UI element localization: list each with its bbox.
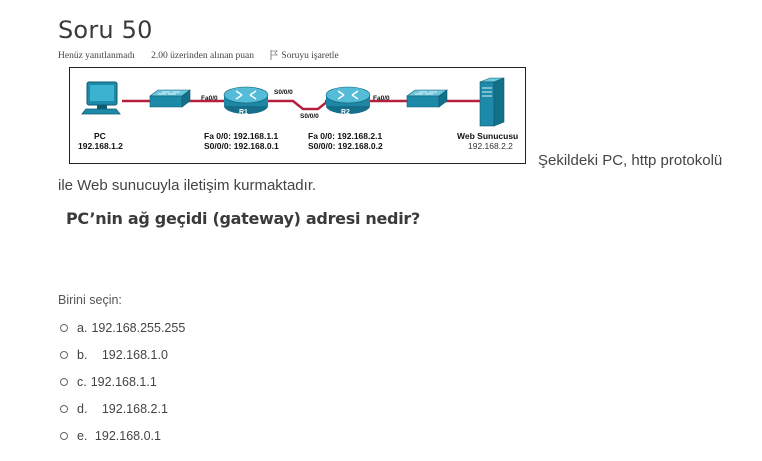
pc-ip-label: 192.168.1.2 bbox=[78, 141, 123, 151]
r1-name-label: R1 bbox=[239, 109, 248, 116]
router-r1-icon bbox=[223, 86, 269, 114]
answer-text: 192.168.1.1 bbox=[90, 374, 157, 389]
r2-fa-port-label: Fa0/0 bbox=[373, 95, 390, 102]
answer-option-e[interactable]: e. 192.168.0.1 bbox=[60, 423, 185, 450]
answer-text: 192.168.1.0 bbox=[91, 347, 168, 362]
answer-letter: c. bbox=[77, 374, 87, 389]
radio-button[interactable] bbox=[60, 405, 68, 414]
answer-prompt: Birini seçin: bbox=[58, 293, 122, 307]
flag-question-link[interactable]: Soruyu işaretle bbox=[270, 50, 352, 61]
flag-icon bbox=[270, 50, 279, 60]
radio-button[interactable] bbox=[60, 323, 68, 332]
question-points: 2.00 üzerinden alınan puan bbox=[151, 51, 255, 61]
server-icon bbox=[479, 77, 505, 127]
answer-list: a. 192.168.255.255 b. 192.168.1.0 c. 192… bbox=[60, 314, 185, 450]
answer-letter: e. bbox=[77, 429, 88, 444]
switch-1-icon bbox=[149, 89, 191, 108]
question-text-part2: ile Web sunucuyla iletişim kurmaktadır. bbox=[58, 177, 317, 194]
server-ip-label: 192.168.2.2 bbox=[468, 141, 513, 151]
question-status: Henüz yanıtlanmadı bbox=[58, 51, 135, 61]
question-title: Soru 50 bbox=[58, 16, 153, 44]
switch-2-icon bbox=[406, 89, 448, 108]
radio-button[interactable] bbox=[60, 377, 68, 386]
r1-s0-port-label: S0/0/0 bbox=[274, 89, 293, 96]
question-meta: Henüz yanıtlanmadı 2.00 üzerinden alınan… bbox=[58, 50, 367, 61]
link-serial bbox=[266, 99, 332, 111]
r2-s0-port-label: S0/0/0 bbox=[300, 113, 319, 120]
answer-text: 192.168.255.255 bbox=[91, 320, 186, 335]
r2-name-label: R2 bbox=[341, 109, 350, 116]
flag-question-label: Soruyu işaretle bbox=[281, 51, 339, 61]
server-name-label: Web Sunucusu bbox=[457, 131, 519, 141]
question-text-part1: Şekildeki PC, http protokolü bbox=[538, 152, 723, 169]
question-prompt: PC’nin ağ geçidi (gateway) adresi nedir? bbox=[66, 209, 420, 228]
network-diagram: Fa0/0 S0/0/0 S0/0/0 Fa0/0 R1 R2 PC 192.1… bbox=[69, 67, 526, 164]
answer-letter: d. bbox=[77, 402, 88, 417]
answer-option-d[interactable]: d. 192.168.2.1 bbox=[60, 396, 185, 423]
r1-fa-port-label: Fa0/0 bbox=[201, 95, 218, 102]
radio-button[interactable] bbox=[60, 350, 68, 359]
r1-s0-ip-label: S0/0/0: 192.168.0.1 bbox=[204, 141, 279, 151]
radio-button[interactable] bbox=[60, 432, 68, 441]
answer-option-b[interactable]: b. 192.168.1.0 bbox=[60, 341, 185, 368]
answer-option-c[interactable]: c. 192.168.1.1 bbox=[60, 368, 185, 395]
network-diagram-graphics bbox=[81, 77, 505, 127]
r1-fa-ip-label: Fa 0/0: 192.168.1.1 bbox=[204, 131, 279, 141]
answer-option-a[interactable]: a. 192.168.255.255 bbox=[60, 314, 185, 341]
answer-text: 192.168.0.1 bbox=[91, 429, 161, 444]
pc-name-label: PC bbox=[94, 131, 106, 141]
answer-text: 192.168.2.1 bbox=[91, 402, 168, 417]
router-r2-icon bbox=[325, 86, 371, 114]
answer-letter: a. bbox=[77, 320, 88, 335]
r2-s0-ip-label: S0/0/0: 192.168.0.2 bbox=[308, 141, 383, 151]
r2-fa-ip-label: Fa 0/0: 192.168.2.1 bbox=[308, 131, 383, 141]
pc-icon bbox=[81, 81, 121, 115]
answer-letter: b. bbox=[77, 347, 88, 362]
